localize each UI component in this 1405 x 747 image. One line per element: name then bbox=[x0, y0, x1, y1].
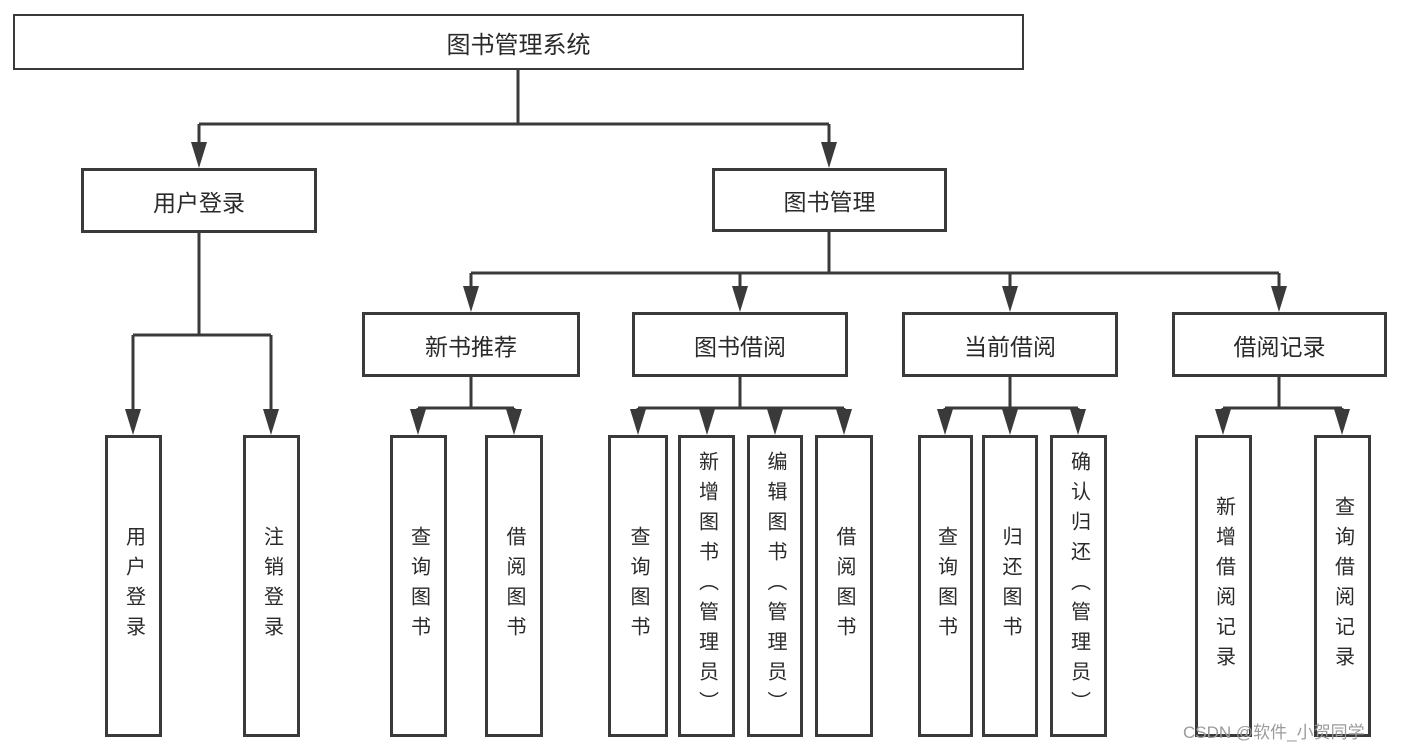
node-label: 图书管理 bbox=[783, 189, 876, 215]
arrow-icon bbox=[506, 409, 522, 435]
leaf-confirm-return-admin: 确认归还（管理员） bbox=[1050, 435, 1107, 737]
node-label: 编辑图书（管理员） bbox=[764, 451, 786, 721]
arrow-icon bbox=[1334, 409, 1350, 435]
node-borrowing-records: 借阅记录 bbox=[1172, 312, 1387, 377]
connector-paths bbox=[131, 70, 1344, 417]
arrow-icon bbox=[732, 286, 748, 312]
csdn-watermark: CSDN @软件_小贺同学 bbox=[1183, 723, 1365, 742]
arrow-icon bbox=[767, 409, 783, 435]
node-label: 新增图书（管理员） bbox=[695, 451, 718, 721]
leaf-query-books-current: 查询图书 bbox=[918, 435, 973, 737]
node-label: 查询借阅记录 bbox=[1331, 496, 1354, 676]
node-label: 用户登录 bbox=[153, 189, 245, 216]
arrow-icon bbox=[463, 286, 479, 312]
node-label: 当前借阅 bbox=[964, 333, 1056, 360]
leaf-query-books-recommend: 查询图书 bbox=[390, 435, 447, 737]
arrow-icon bbox=[1002, 286, 1018, 312]
leaf-return-books: 归还图书 bbox=[982, 435, 1038, 737]
arrow-icon bbox=[1271, 286, 1287, 312]
arrowheads bbox=[125, 142, 1350, 435]
arrow-icon bbox=[1002, 409, 1018, 435]
node-label: 借阅图书 bbox=[833, 526, 855, 646]
arrow-icon bbox=[1215, 409, 1231, 435]
node-user-login: 用户登录 bbox=[81, 168, 317, 233]
node-label: 图书管理系统 bbox=[446, 31, 591, 59]
connector-borrow-to-leaves bbox=[636, 377, 846, 417]
node-label: 查询图书 bbox=[934, 526, 957, 646]
connector-userlogin-to-leaves bbox=[131, 233, 273, 417]
node-library-management-system: 图书管理系统 bbox=[13, 14, 1024, 70]
connector-records-to-leaves bbox=[1221, 377, 1344, 417]
node-label: 新增借阅记录 bbox=[1212, 496, 1235, 676]
arrow-icon bbox=[937, 409, 953, 435]
leaf-borrow-books-recommend: 借阅图书 bbox=[485, 435, 543, 737]
node-label: 注销登录 bbox=[260, 526, 283, 646]
node-label: 新书推荐 bbox=[425, 333, 517, 360]
arrow-icon bbox=[630, 409, 646, 435]
connector-newbook-to-leaves bbox=[416, 377, 516, 417]
arrow-icon bbox=[263, 409, 279, 435]
node-new-book-recommendation: 新书推荐 bbox=[362, 312, 580, 377]
arrow-icon bbox=[125, 409, 141, 435]
connector-root-to-level2 bbox=[197, 70, 831, 150]
arrow-icon bbox=[821, 142, 837, 168]
leaf-add-borrow-record: 新增借阅记录 bbox=[1195, 435, 1252, 737]
node-label: 归还图书 bbox=[999, 526, 1021, 646]
connector-bookmgmt-to-level3 bbox=[469, 232, 1281, 294]
node-label: 查询图书 bbox=[627, 526, 649, 646]
leaf-edit-books-admin: 编辑图书（管理员） bbox=[747, 435, 803, 737]
node-label: 确认归还（管理员） bbox=[1067, 451, 1090, 721]
node-label: 借阅图书 bbox=[503, 526, 525, 646]
arrow-icon bbox=[699, 409, 715, 435]
arrow-icon bbox=[1070, 409, 1086, 435]
node-label: 用户登录 bbox=[122, 526, 145, 646]
arrow-icon bbox=[836, 409, 852, 435]
node-label: 图书借阅 bbox=[694, 333, 786, 360]
node-current-borrowing: 当前借阅 bbox=[902, 312, 1118, 377]
leaf-query-books-borrowing: 查询图书 bbox=[608, 435, 668, 737]
node-book-borrowing: 图书借阅 bbox=[632, 312, 848, 377]
arrow-icon bbox=[410, 409, 426, 435]
leaf-logout: 注销登录 bbox=[243, 435, 300, 737]
leaf-query-borrow-record: 查询借阅记录 bbox=[1314, 435, 1371, 737]
node-label: 借阅记录 bbox=[1233, 333, 1326, 360]
leaf-borrow-books: 借阅图书 bbox=[815, 435, 873, 737]
node-book-management: 图书管理 bbox=[712, 168, 947, 232]
node-label: 查询图书 bbox=[407, 526, 430, 646]
leaf-user-login: 用户登录 bbox=[105, 435, 162, 737]
leaf-add-books-admin: 新增图书（管理员） bbox=[678, 435, 735, 737]
arrow-icon bbox=[191, 142, 207, 168]
